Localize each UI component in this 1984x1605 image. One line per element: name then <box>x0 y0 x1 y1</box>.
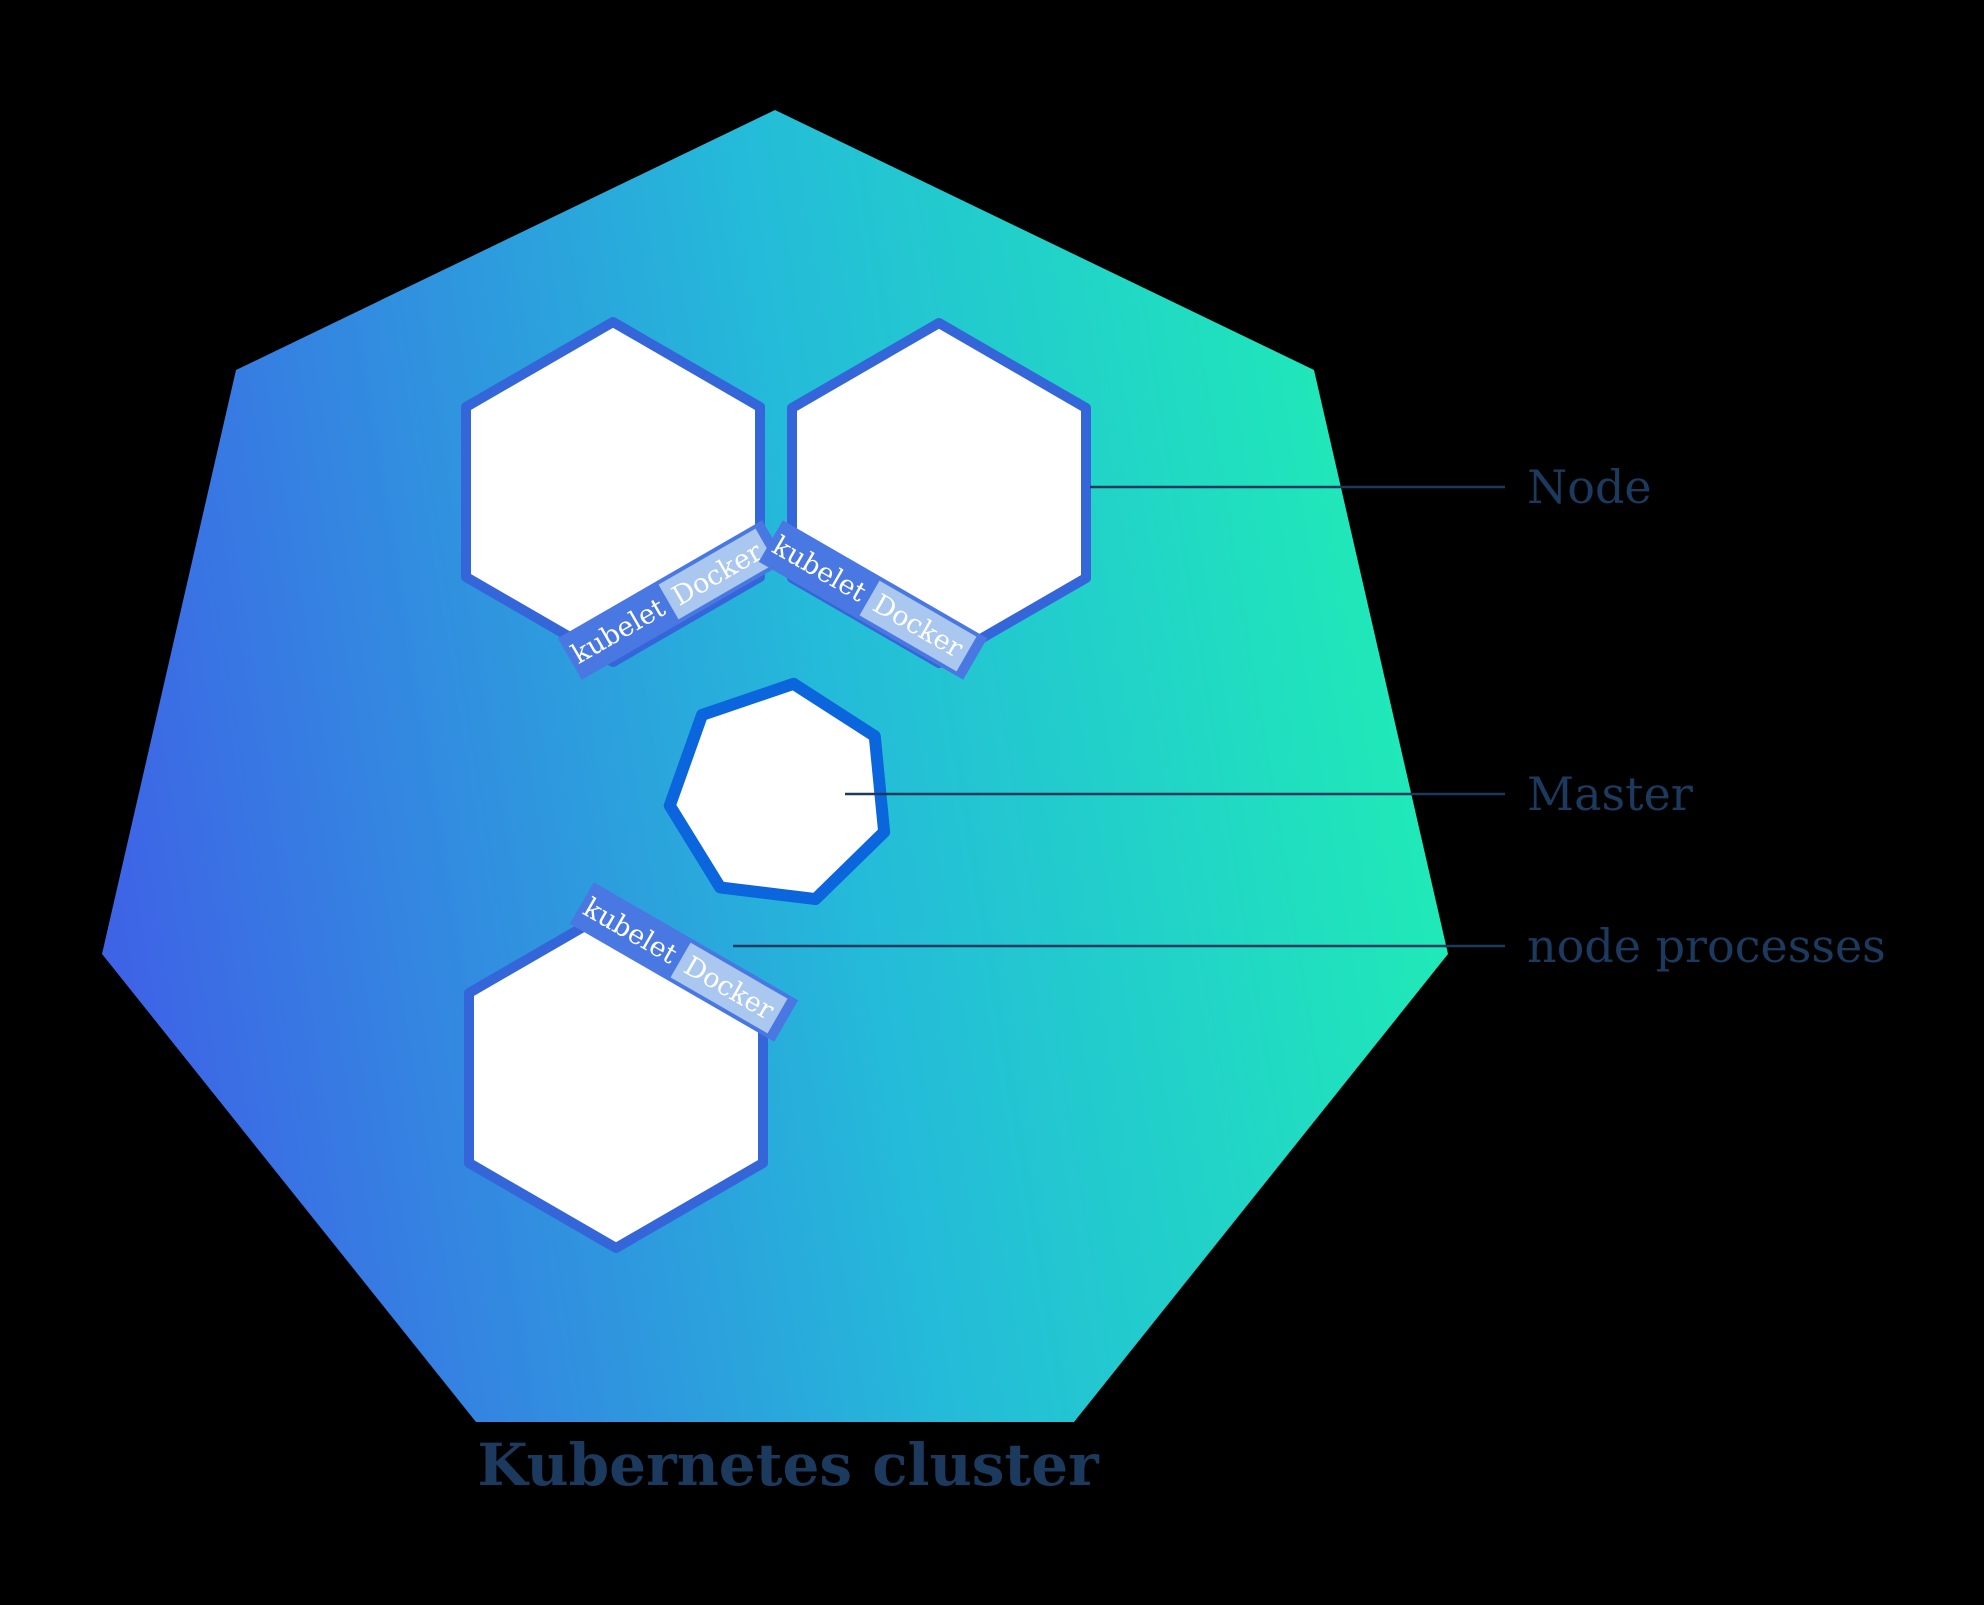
docker-chip <box>670 942 788 1034</box>
master-label: Master <box>1527 767 1693 821</box>
master-heptagon <box>663 677 891 906</box>
docker-chip <box>658 528 776 620</box>
docker-chip <box>859 580 977 672</box>
node-processes-label: node processes <box>1527 919 1886 973</box>
node-processes-banner-3: kubelet Docker <box>569 882 799 1042</box>
cluster-title: Kubernetes cluster <box>477 1431 1100 1499</box>
node-label: Node <box>1527 460 1652 514</box>
